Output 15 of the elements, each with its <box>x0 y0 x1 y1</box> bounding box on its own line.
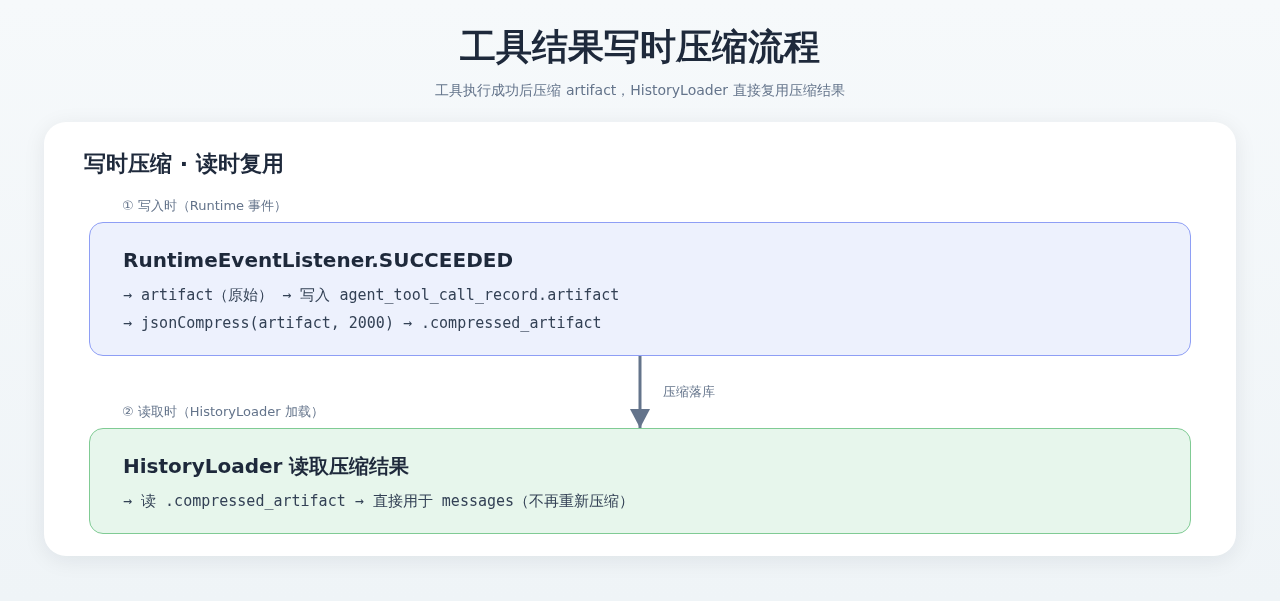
process-box <box>89 428 1191 534</box>
subtitle: 工具执行成功后压缩 artifact，HistoryLoader 直接复用压缩结果 <box>434 81 846 100</box>
diagram-title: 工具结果写时压缩流程 <box>459 25 821 69</box>
step-label: ② 读取时（HistoryLoader 加载） <box>122 403 324 421</box>
panel-card <box>44 122 1236 556</box>
arrow <box>630 356 650 428</box>
panel-heading: 写时压缩 · 读时复用 <box>84 150 284 178</box>
code-line: → artifact（原始） → 写入 agent_tool_call_record.artifact <box>123 285 620 306</box>
box-heading: RuntimeEventListener.SUCCEEDED <box>123 247 513 273</box>
code-line: → jsonCompress(artifact, 2000) → .compressed_artifact <box>123 313 602 334</box>
code-line: → 读 .compressed_artifact → 直接用于 messages（不再重新压缩） <box>123 491 635 512</box>
edge-label: 压缩落库 <box>663 383 715 401</box>
process-box <box>89 222 1191 356</box>
step-label: ① 写入时（Runtime 事件） <box>122 197 288 215</box>
box-heading: HistoryLoader 读取压缩结果 <box>123 453 410 479</box>
